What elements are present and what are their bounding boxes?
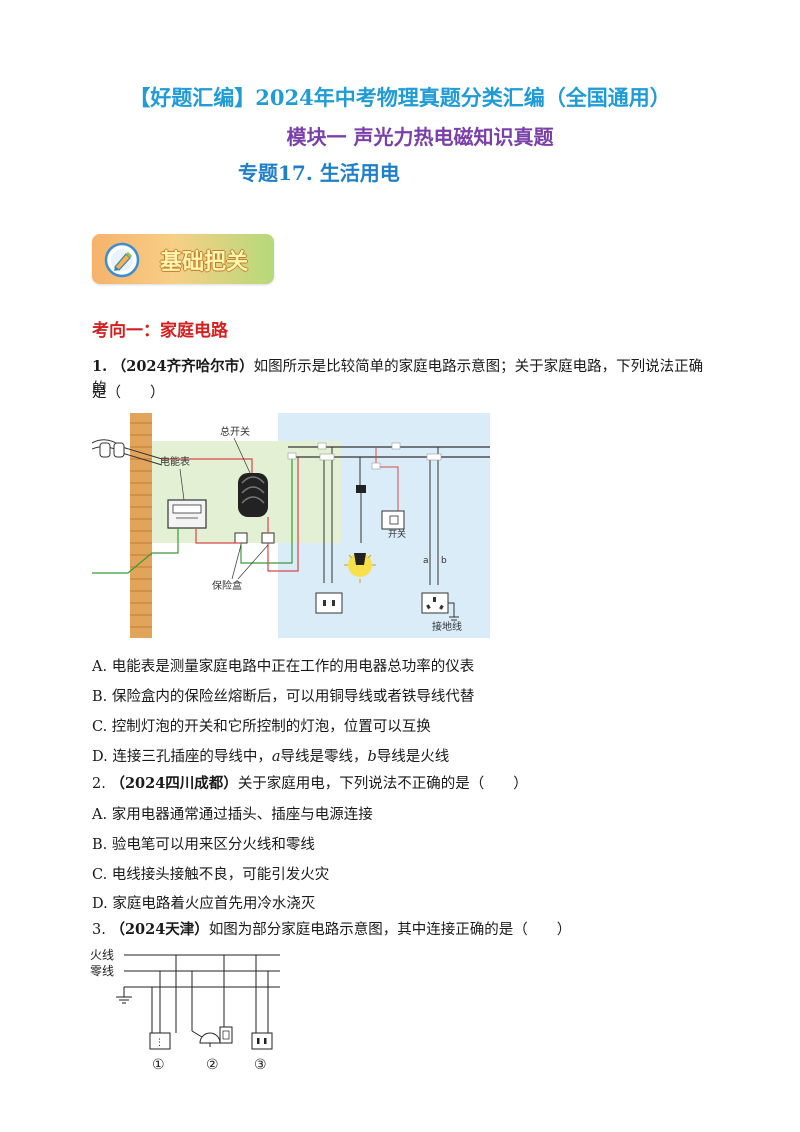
- option-text: 电能表是测量家庭电路中正在工作的用电器总功率的仪表: [111, 659, 475, 675]
- q1-option-a[interactable]: A. 电能表是测量家庭电路中正在工作的用电器总功率的仪表: [92, 655, 474, 676]
- main-switch: [238, 473, 268, 517]
- option-text: 家庭电路着火应首先用冷水浇灭: [112, 896, 316, 912]
- wire-a-label: a: [423, 556, 429, 566]
- question-3-text: 如图为部分家庭电路示意图，其中连接正确的是（ ）: [208, 922, 572, 938]
- q2-option-c[interactable]: C. 电线接头接触不良，可能引发火灾: [92, 863, 329, 884]
- option-key: D.: [92, 896, 108, 912]
- question-1-number: 1.: [92, 358, 108, 375]
- q2-option-d[interactable]: D. 家庭电路着火应首先用冷水浇灭: [92, 892, 315, 913]
- option-text-pre: 连接三孔插座的导线中，: [112, 749, 272, 765]
- question-2-number: 2.: [92, 776, 106, 792]
- option-text: 家用电器通常通过插头、插座与电源连接: [111, 807, 373, 823]
- module-title: 模块一 声光力热电磁知识真题: [286, 125, 554, 149]
- brick-wall: [130, 413, 152, 638]
- question-3-source: （2024天津）: [110, 921, 209, 938]
- wire-b-label: b: [441, 556, 447, 566]
- pen-icon: [104, 242, 140, 278]
- q1-option-d[interactable]: D. 连接三孔插座的导线中，a导线是零线，b导线是火线: [92, 745, 449, 766]
- option-key: C.: [92, 719, 108, 735]
- meter-label: 电能表: [160, 455, 190, 468]
- option-text-post: 导线是火线: [376, 749, 450, 765]
- two-hole-socket: [315, 592, 343, 614]
- lamp-icon: [191, 1030, 221, 1047]
- option-key: C.: [92, 867, 108, 883]
- question-2-source: （2024四川成都）: [110, 775, 238, 792]
- household-circuit-figure: 开关 a b 接地线 总开关 电能表 保险盒: [92, 413, 490, 638]
- option-key: B.: [92, 689, 108, 705]
- question-1-text: 如图所示是比较简单的家庭电路示意图；关于家庭电路，下列说法正确的: [92, 359, 704, 397]
- document-title: 【好题汇编】2024年中考物理真题分类汇编（全国通用）: [129, 85, 671, 110]
- topic-title: 专题17. 生活用电: [238, 161, 400, 185]
- switch-label: 开关: [388, 528, 406, 540]
- neutral-wire-label: 零线: [90, 964, 114, 978]
- two-hole-socket: [251, 1032, 273, 1050]
- option-key: D.: [92, 749, 108, 765]
- question-1-stem: 1. （2024齐齐哈尔市）如图所示是比较简单的家庭电路示意图；关于家庭电路，下…: [92, 356, 712, 400]
- ground-label: 接地线: [432, 620, 462, 633]
- badge-label: 基础把关: [160, 250, 249, 275]
- question-2-text: 关于家庭用电，下列说法不正确的是（ ）: [237, 776, 528, 792]
- fuse-box-label: 保险盒: [212, 579, 242, 592]
- switch-icon: [219, 1026, 233, 1044]
- device-3-number: ③: [254, 1057, 267, 1073]
- option-text: 控制灯泡的开关和它所控制的灯泡，位置可以互换: [111, 719, 431, 735]
- q1-option-c[interactable]: C. 控制灯泡的开关和它所控制的灯泡，位置可以互换: [92, 715, 431, 736]
- wall-switch: [381, 510, 405, 530]
- wire-b-var: b: [367, 749, 377, 765]
- option-text: 电线接头接触不良，可能引发火灾: [111, 867, 330, 883]
- q1-option-b[interactable]: B. 保险盒内的保险丝熔断后，可以用铜导线或者铁导线代替: [92, 685, 474, 706]
- option-key: A.: [92, 807, 108, 823]
- question-2-stem: 2. （2024四川成都）关于家庭用电，下列说法不正确的是（ ）: [92, 773, 528, 795]
- main-switch-label: 总开关: [220, 425, 250, 438]
- section-heading: 考向一：家庭电路: [92, 321, 228, 341]
- option-text: 保险盒内的保险丝熔断后，可以用铜导线或者铁导线代替: [111, 689, 475, 705]
- electric-meter: [167, 499, 207, 529]
- option-text-mid: 导线是零线，: [280, 749, 368, 765]
- live-wire-label: 火线: [90, 948, 114, 962]
- three-hole-socket: [421, 592, 459, 621]
- q2-option-a[interactable]: A. 家用电器通常通过插头、插座与电源连接: [92, 803, 373, 824]
- question-3-number: 3.: [92, 922, 106, 938]
- svg-text:⋮: ⋮: [155, 1038, 164, 1048]
- wire-a-var: a: [271, 749, 281, 765]
- device-2-number: ②: [206, 1057, 219, 1073]
- light-bulb-icon: [344, 485, 376, 583]
- question-1-source: （2024齐齐哈尔市）: [111, 358, 254, 375]
- three-hole-socket: ⋮: [149, 1032, 171, 1050]
- question-1-text-cont: 是（ ）: [92, 385, 165, 401]
- option-key: B.: [92, 837, 108, 853]
- option-key: A.: [92, 659, 108, 675]
- device-1-number: ①: [152, 1057, 165, 1073]
- q2-option-b[interactable]: B. 验电笔可以用来区分火线和零线: [92, 833, 315, 854]
- question-3-stem: 3. （2024天津）如图为部分家庭电路示意图，其中连接正确的是（ ）: [92, 919, 571, 941]
- option-text: 验电笔可以用来区分火线和零线: [111, 837, 315, 853]
- circuit-diagram-figure: 火线 零线 ⋮ ① ② ③: [90, 948, 280, 1073]
- section-badge: 基础把关: [92, 234, 274, 284]
